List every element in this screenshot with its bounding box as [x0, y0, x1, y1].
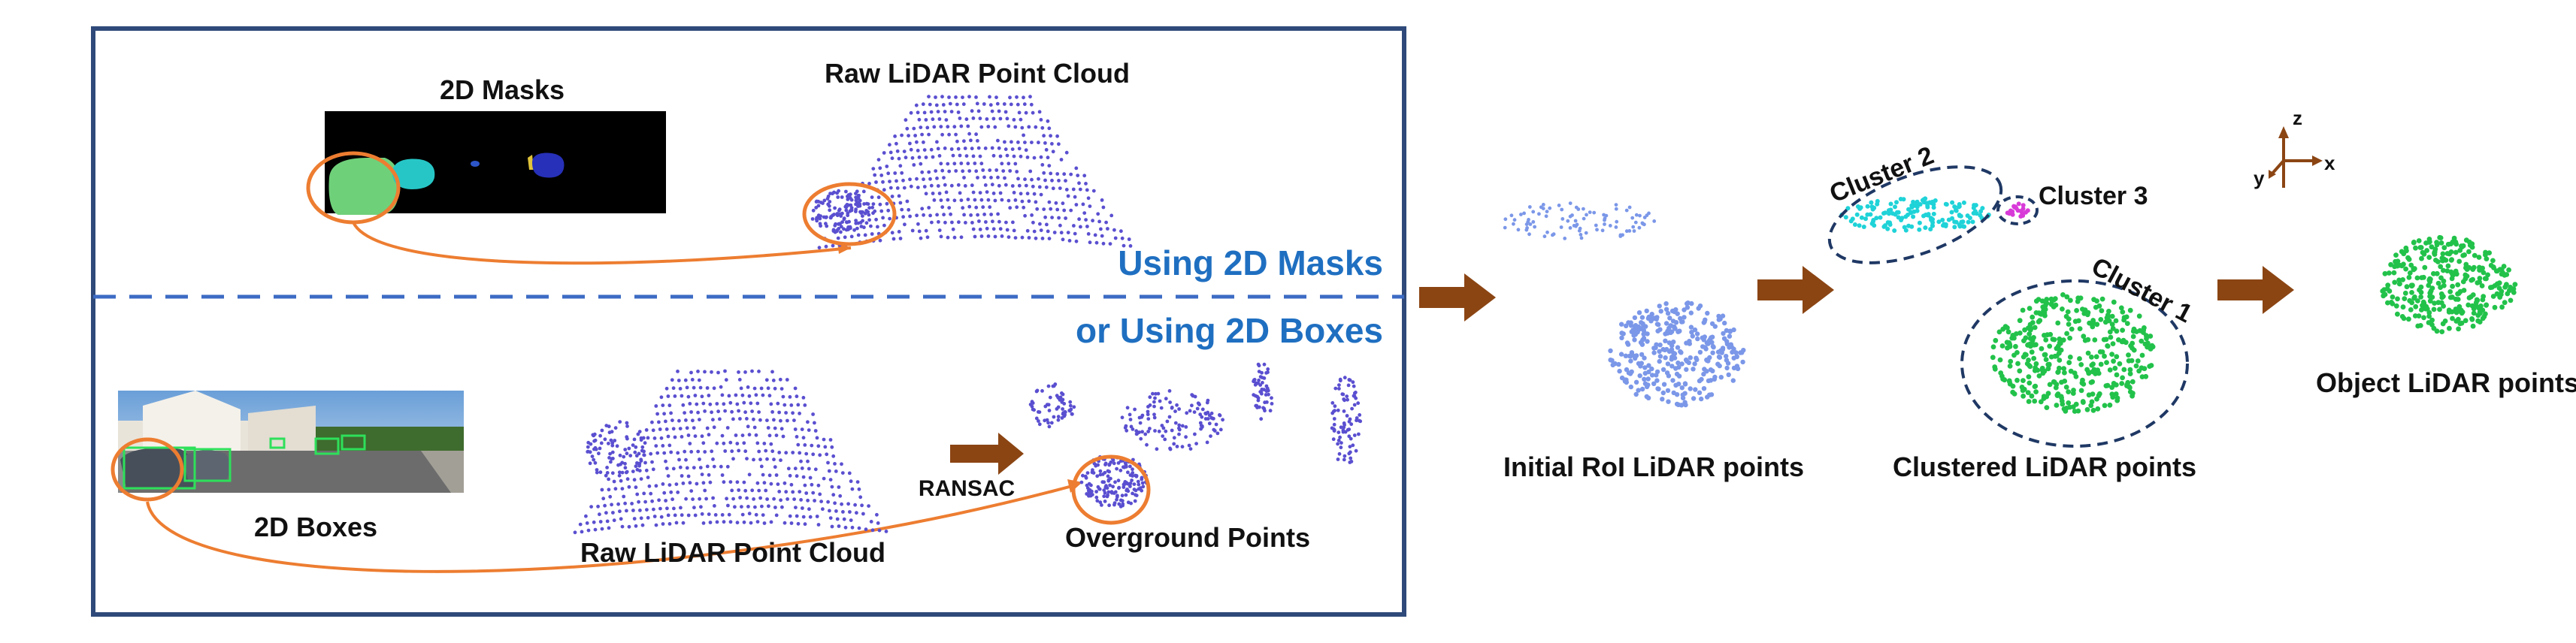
method-frame: [91, 26, 1406, 617]
cluster1-label: Cluster 1: [2087, 252, 2196, 329]
initial-roi-dense-points: [1608, 300, 1746, 408]
overground-points: [1028, 362, 1363, 509]
overground-title: Overground Points: [1065, 522, 1310, 553]
masks-title: 2D Masks: [440, 74, 565, 105]
ransac-arrow: [950, 433, 1024, 475]
mask-yellow: [528, 155, 534, 170]
axis-icon: z y x: [2254, 107, 2335, 189]
cluster2-ellipse: [1827, 165, 2003, 264]
raw-lidar-top-title: Raw LiDAR Point Cloud: [825, 58, 1130, 89]
cluster2-points: [1839, 196, 1991, 233]
using-masks-label: Using 2D Masks: [1118, 243, 1383, 282]
mask-far-blue: [471, 161, 480, 167]
cluster3-points: [2005, 201, 2030, 219]
flow-arrow-1: [1419, 273, 1496, 322]
boxes-title: 2D Boxes: [254, 512, 377, 542]
using-boxes-label: or Using 2D Boxes: [1076, 311, 1383, 350]
initial-roi-title: Initial RoI LiDAR points: [1503, 451, 1804, 482]
cluster1-ellipse: [1960, 279, 2189, 448]
box-highlight-circle: [110, 437, 184, 502]
object-title: Object LiDAR points: [2316, 367, 2576, 398]
box-to-overground-arrow: [146, 484, 1076, 573]
cluster1-points: [1990, 292, 2156, 414]
clustered-title: Clustered LiDAR points: [1893, 451, 2196, 482]
object-points: [2380, 234, 2518, 334]
cluster2-label: Cluster 2: [1826, 141, 1938, 209]
cluster3-label: Cluster 3: [2039, 182, 2148, 210]
initial-roi-sparse-points: [1503, 201, 1657, 240]
mask-to-lidar-arrow: [352, 222, 852, 265]
raw-lidar-bottom-title: Raw LiDAR Point Cloud: [580, 537, 885, 568]
raw-lidar-bottom: [573, 369, 888, 535]
axis-x-label: x: [2324, 152, 2335, 174]
axis-y-label: y: [2254, 167, 2265, 189]
cluster3-ellipse: [1996, 195, 2039, 225]
mask-car-green: [328, 158, 400, 215]
axis-z-label: z: [2293, 107, 2302, 129]
street-photo: [118, 391, 464, 493]
lidar-top-highlight-circle: [802, 182, 897, 246]
ransac-label: RANSAC: [919, 476, 1015, 501]
mask-car-blue: [532, 152, 565, 178]
mask-car-cyan: [392, 158, 435, 189]
flow-arrow-2: [1757, 266, 1834, 314]
overground-highlight-circle: [1071, 454, 1151, 525]
mask-image: [325, 111, 666, 215]
flow-arrow-3: [2217, 266, 2294, 314]
raw-lidar-top: [810, 95, 1133, 250]
